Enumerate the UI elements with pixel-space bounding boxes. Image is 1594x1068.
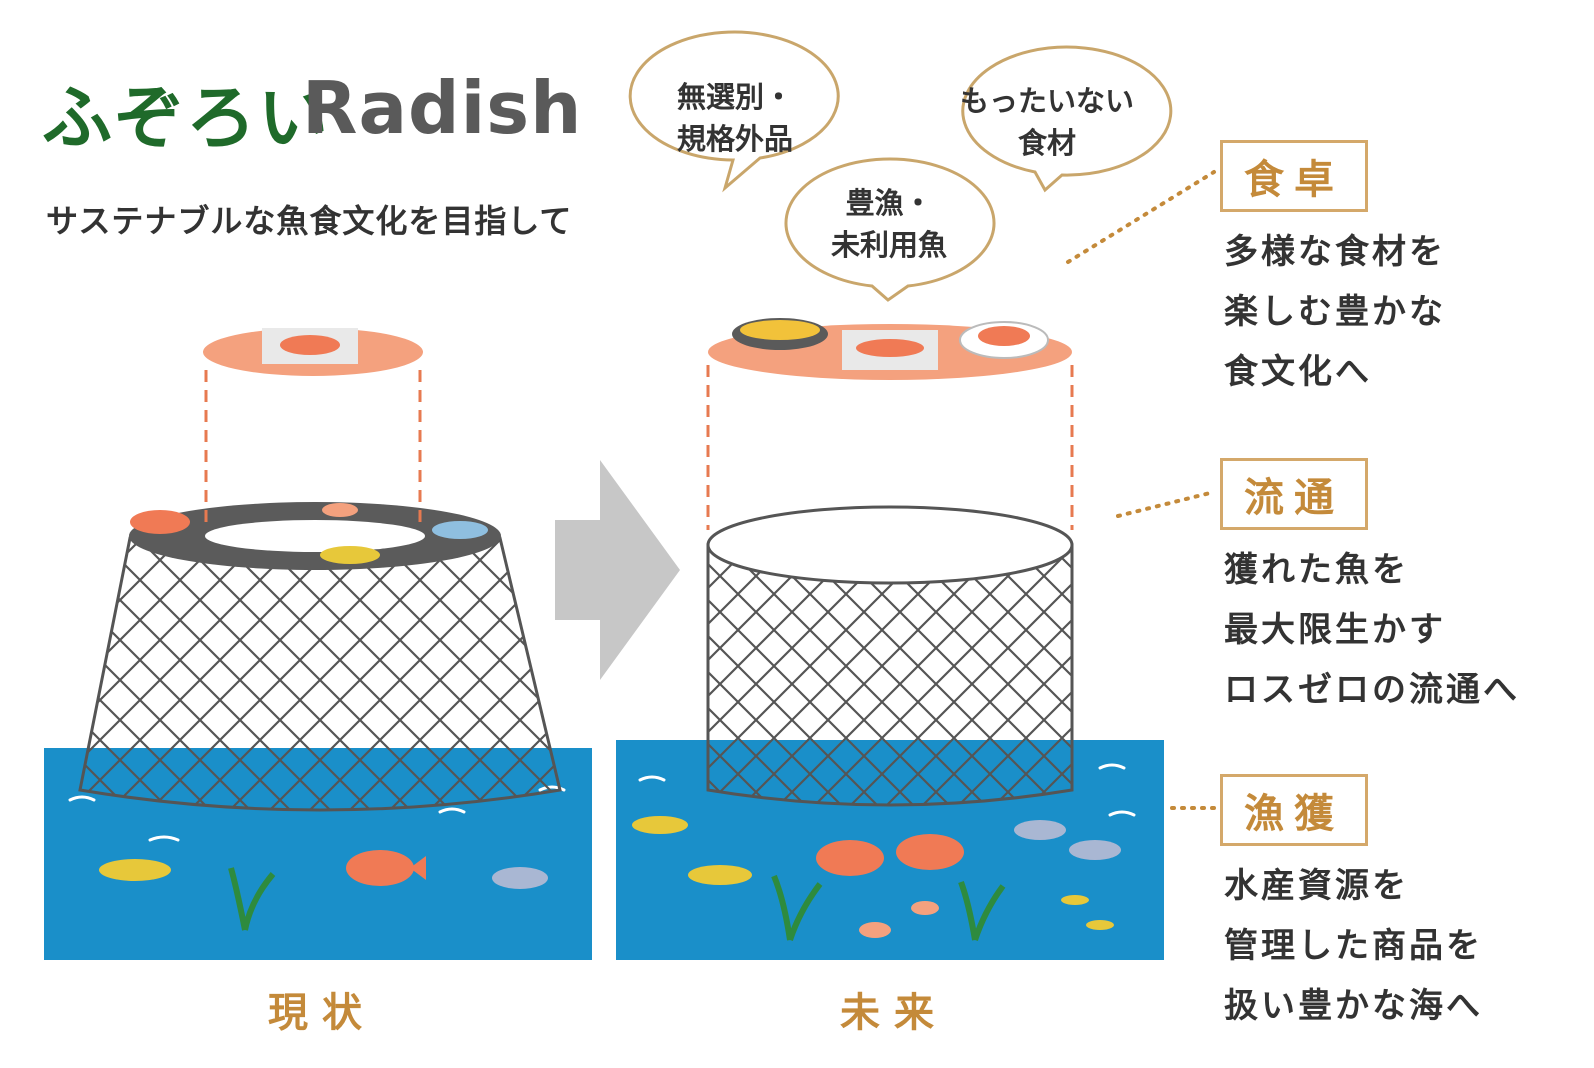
label-table: 食卓 [1220, 140, 1368, 212]
bubble-bountiful: 豊漁・ 未利用魚 [784, 182, 994, 266]
connector-distribution [1116, 490, 1216, 518]
label-fishing: 漁獲 [1220, 774, 1368, 846]
desc-table: 多様な食材を 楽しむ豊かな 食文化へ [1224, 222, 1446, 402]
bubble-bountiful-line2: 未利用魚 [830, 228, 947, 262]
desc-distribution: 獲れた魚を 最大限生かす ロスゼロの流通へ [1224, 540, 1520, 720]
subtitle: サステナブルな魚食文化を目指して [46, 202, 573, 240]
desc-fishing-line1: 水産資源を [1224, 866, 1409, 906]
transition-arrow [555, 460, 680, 680]
desc-table-line2: 楽しむ豊かな [1224, 292, 1446, 332]
bubble-unsorted-line2: 規格外品 [676, 122, 793, 156]
bubble-bountiful-line1: 豊漁・ [845, 186, 933, 220]
speech-bubbles [628, 30, 1173, 302]
desc-fishing-line3: 扱い豊かな海へ [1224, 986, 1483, 1026]
desc-fishing: 水産資源を 管理した商品を 扱い豊かな海へ [1224, 856, 1483, 1036]
logo-en: Radish [302, 66, 583, 150]
desc-table-line1: 多様な食材を [1224, 232, 1446, 272]
bubble-mottainai-line2: 食材 [1017, 126, 1076, 160]
bubble-unsorted: 無選別・ 規格外品 [630, 76, 840, 160]
caption-future: 未来 [840, 990, 948, 1036]
desc-distribution-line1: 獲れた魚を [1224, 550, 1409, 590]
logo-jp: ふぞろい [42, 77, 330, 159]
label-distribution: 流通 [1220, 458, 1368, 530]
net-current [78, 536, 562, 812]
net-future [706, 543, 1074, 807]
caption-current: 現状 [268, 990, 376, 1036]
desc-table-line3: 食文化へ [1224, 352, 1372, 392]
desc-distribution-line2: 最大限生かす [1224, 610, 1446, 650]
desc-fishing-line2: 管理した商品を [1224, 926, 1483, 966]
bubble-mottainai-line1: もったいない [959, 84, 1134, 118]
connector-table [1066, 170, 1216, 264]
bubble-unsorted-line1: 無選別・ [676, 80, 793, 114]
desc-distribution-line3: ロスゼロの流通へ [1224, 670, 1520, 710]
bubble-mottainai: もったいない 食材 [942, 80, 1152, 164]
